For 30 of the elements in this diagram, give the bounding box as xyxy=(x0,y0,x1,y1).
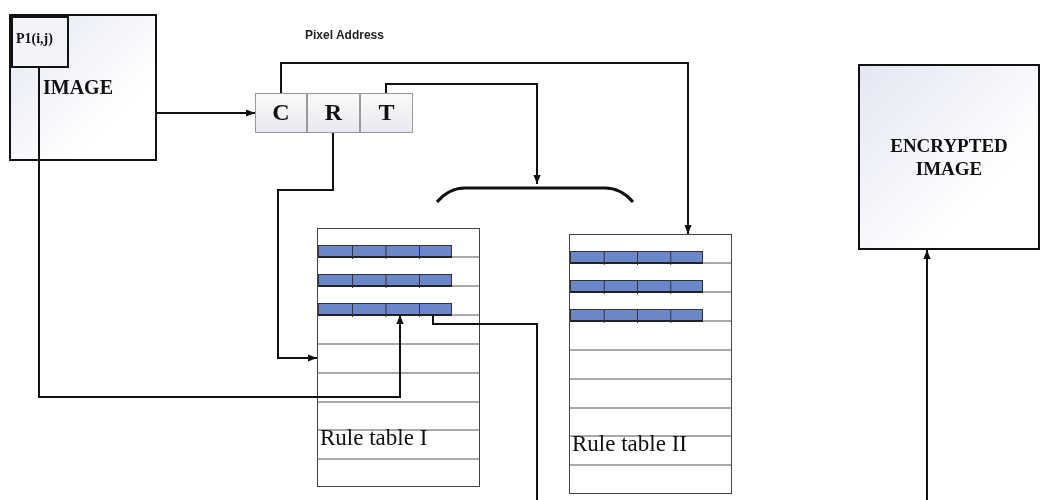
data-bar xyxy=(318,303,452,316)
arrow xyxy=(385,83,541,185)
node-label: P1(i,j) xyxy=(16,31,53,47)
table-title: Rule table I xyxy=(320,425,428,451)
data-bar xyxy=(318,274,452,287)
data-bar xyxy=(570,280,703,293)
data-bar xyxy=(570,309,703,322)
node-label: C xyxy=(271,99,291,126)
data-bar xyxy=(570,251,703,264)
arrow xyxy=(156,109,256,117)
data-bar xyxy=(318,245,452,258)
rule-table xyxy=(317,228,480,487)
pixel-box xyxy=(11,16,69,68)
arrow xyxy=(923,249,931,500)
arrow xyxy=(277,132,334,362)
image-box xyxy=(9,14,157,161)
node-label: ENCRYPTED IMAGE xyxy=(889,134,1009,180)
node-label: T xyxy=(377,99,396,126)
arrow xyxy=(38,65,404,398)
rule-table xyxy=(569,234,732,494)
curly-bracket xyxy=(435,184,635,204)
table-title: Rule table II xyxy=(572,431,687,457)
address-cell xyxy=(255,93,307,133)
address-cell xyxy=(307,93,360,133)
arrow xyxy=(280,62,692,235)
output-image-box xyxy=(858,64,1040,250)
address-label: Pixel Address xyxy=(305,28,384,42)
node-label: R xyxy=(323,99,344,126)
address-cell xyxy=(360,93,413,133)
node-label: IMAGE xyxy=(43,76,113,99)
